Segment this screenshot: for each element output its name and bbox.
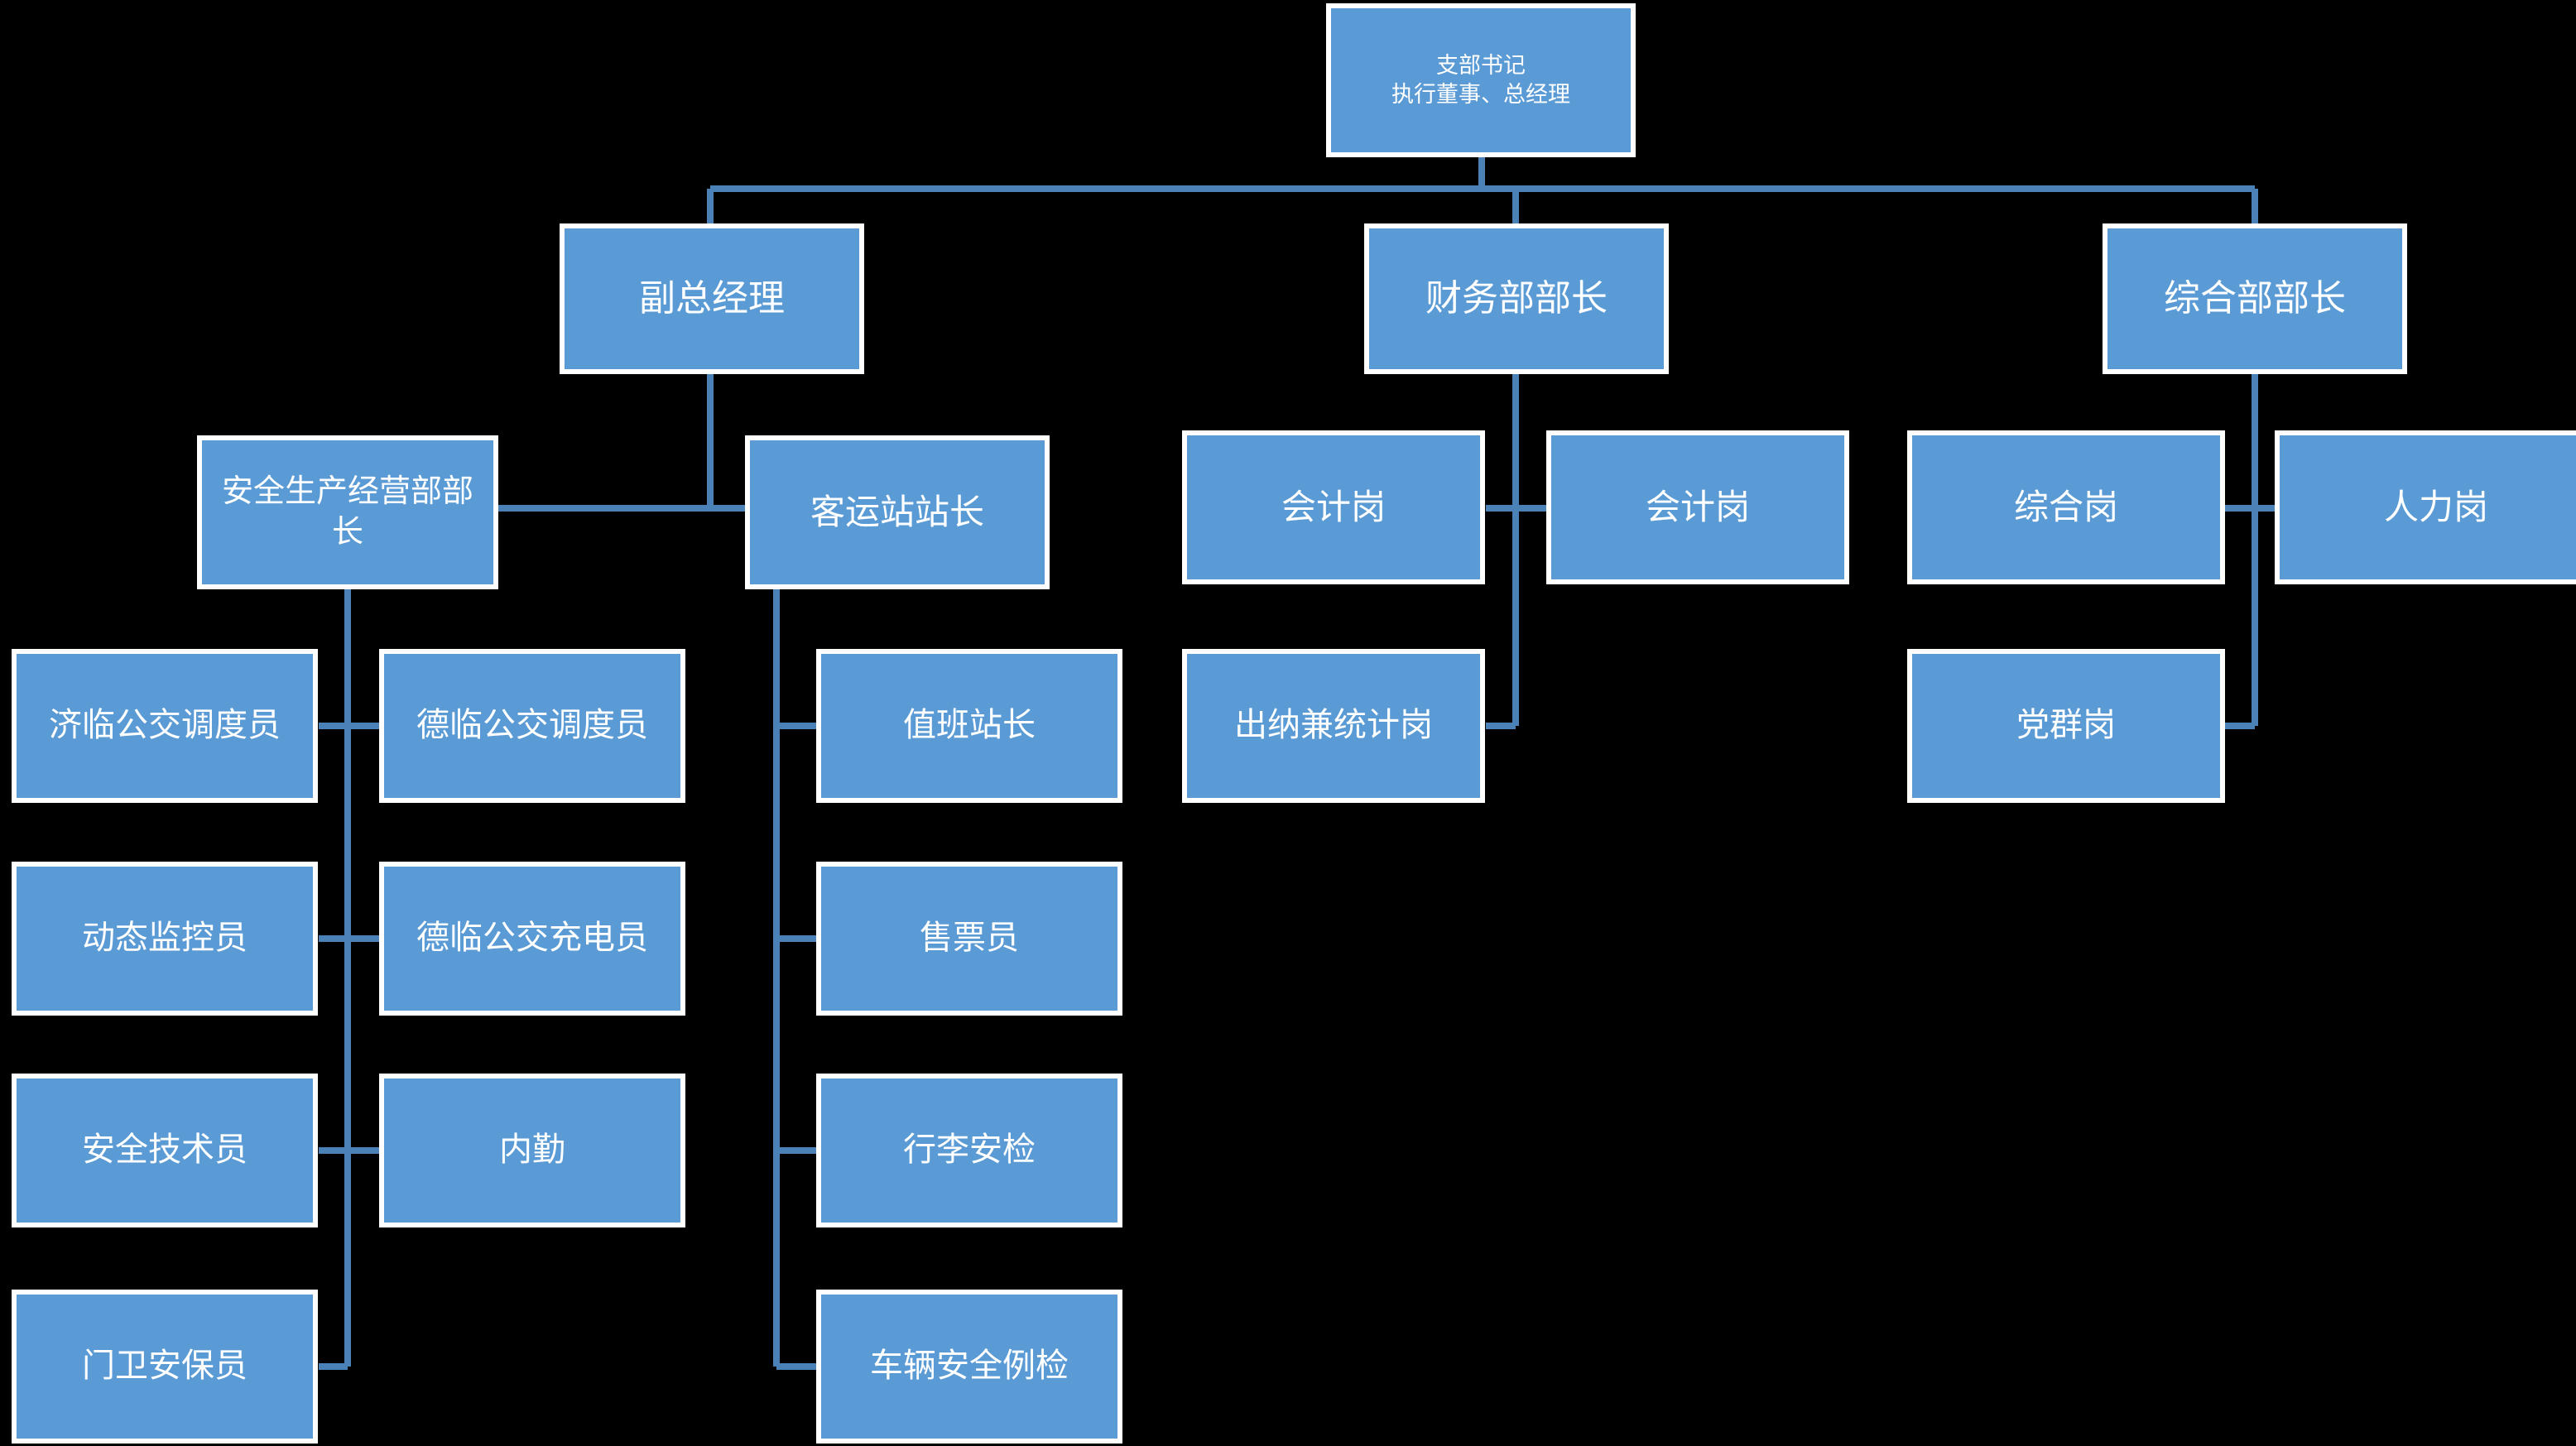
node-root-label: 支部书记 执行董事、总经理 <box>1391 53 1570 107</box>
node-jilin-dispatcher-label: 济临公交调度员 <box>49 707 281 744</box>
node-dynamic-monitor[interactable]: 动态监控员 <box>12 862 318 1016</box>
node-safety-technician-label: 安全技术员 <box>82 1131 248 1169</box>
node-duty-station-chief-label: 值班站长 <box>903 707 1036 744</box>
node-station-head[interactable]: 客运站站长 <box>745 435 1050 589</box>
node-safety-head[interactable]: 安全生产经营部部长 <box>197 435 498 589</box>
node-accountant-2[interactable]: 会计岗 <box>1546 430 1849 584</box>
node-accountant-1[interactable]: 会计岗 <box>1182 430 1485 584</box>
node-station-head-label: 客运站站长 <box>810 492 984 532</box>
node-hr-post[interactable]: 人力岗 <box>2275 430 2576 584</box>
node-admin-head[interactable]: 综合部部长 <box>2103 223 2407 374</box>
node-hr-post-label: 人力岗 <box>2383 488 2488 527</box>
node-ticket-seller-label: 售票员 <box>920 920 1019 957</box>
node-gate-guard[interactable]: 门卫安保员 <box>12 1290 318 1444</box>
node-party-post[interactable]: 党群岗 <box>1907 649 2225 803</box>
node-finance-head[interactable]: 财务部部长 <box>1364 223 1669 374</box>
node-gate-guard-label: 门卫安保员 <box>82 1348 248 1385</box>
node-baggage-security-label: 行李安检 <box>903 1131 1036 1169</box>
node-deputy-gm-label: 副总经理 <box>639 277 785 319</box>
node-general-post-label: 综合岗 <box>2013 488 2118 527</box>
node-delin-dispatcher[interactable]: 德临公交调度员 <box>379 649 685 803</box>
node-safety-head-label: 安全生产经营部部长 <box>221 474 473 550</box>
node-delin-charger[interactable]: 德临公交充电员 <box>379 862 685 1016</box>
node-accountant-1-label: 会计岗 <box>1281 488 1386 527</box>
node-office-clerk-label: 内勤 <box>499 1131 565 1169</box>
node-finance-head-label: 财务部部长 <box>1425 277 1608 319</box>
node-cashier-stats[interactable]: 出纳兼统计岗 <box>1182 649 1485 803</box>
node-duty-station-chief[interactable]: 值班站长 <box>816 649 1122 803</box>
node-delin-dispatcher-label: 德临公交调度员 <box>416 707 648 744</box>
node-jilin-dispatcher[interactable]: 济临公交调度员 <box>12 649 318 803</box>
node-vehicle-inspection-label: 车辆安全例检 <box>870 1348 1069 1385</box>
node-safety-technician[interactable]: 安全技术员 <box>12 1074 318 1227</box>
node-delin-charger-label: 德临公交充电员 <box>416 920 648 957</box>
node-deputy-gm[interactable]: 副总经理 <box>560 223 864 374</box>
node-vehicle-inspection[interactable]: 车辆安全例检 <box>816 1290 1122 1444</box>
node-general-post[interactable]: 综合岗 <box>1907 430 2225 584</box>
node-admin-head-label: 综合部部长 <box>2164 277 2346 319</box>
node-cashier-stats-label: 出纳兼统计岗 <box>1234 707 1433 744</box>
node-accountant-2-label: 会计岗 <box>1645 488 1750 527</box>
node-party-post-label: 党群岗 <box>2016 707 2116 744</box>
node-dynamic-monitor-label: 动态监控员 <box>82 920 248 957</box>
node-baggage-security[interactable]: 行李安检 <box>816 1074 1122 1227</box>
node-ticket-seller[interactable]: 售票员 <box>816 862 1122 1016</box>
node-office-clerk[interactable]: 内勤 <box>379 1074 685 1227</box>
node-root[interactable]: 支部书记 执行董事、总经理 <box>1326 3 1636 157</box>
